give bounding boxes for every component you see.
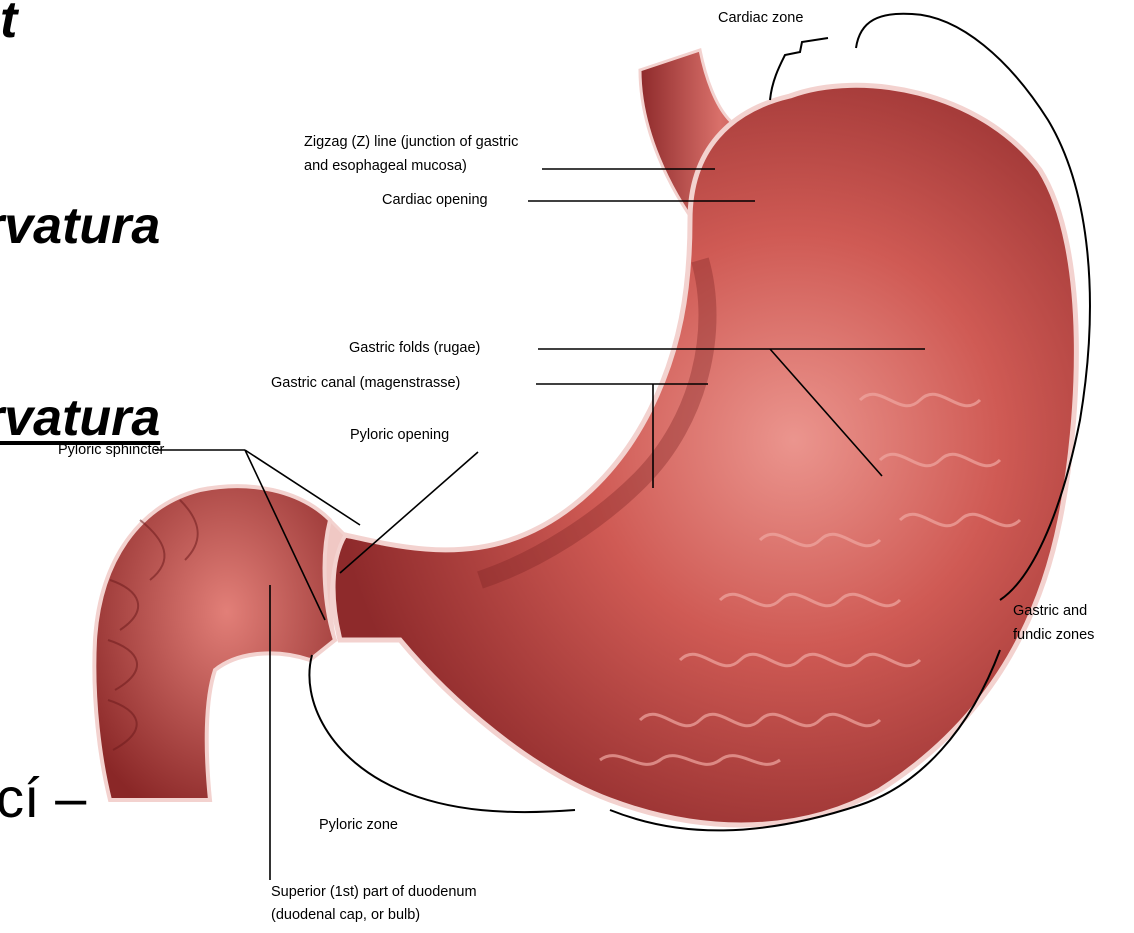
label-zigzag-line-2: and esophageal mucosa) (304, 158, 467, 175)
label-duodenum-2: (duodenal cap, or bulb) (271, 907, 420, 924)
label-cardiac-zone: Cardiac zone (718, 10, 803, 27)
duodenum (94, 486, 335, 800)
label-pyloric-opening: Pyloric opening (350, 427, 449, 444)
label-pyloric-sphincter: Pyloric sphincter (58, 442, 164, 459)
label-cardiac-opening: Cardiac opening (382, 192, 488, 209)
label-gastric-folds: Gastric folds (rugae) (349, 340, 480, 357)
label-pyloric-zone: Pyloric zone (319, 817, 398, 834)
label-gastric-fundic-1: Gastric and (1013, 603, 1087, 620)
label-gastric-canal: Gastric canal (magenstrasse) (271, 375, 460, 392)
label-zigzag-line-1: Zigzag (Z) line (junction of gastric (304, 134, 518, 151)
label-duodenum-1: Superior (1st) part of duodenum (271, 884, 477, 901)
label-gastric-fundic-2: fundic zones (1013, 627, 1094, 644)
